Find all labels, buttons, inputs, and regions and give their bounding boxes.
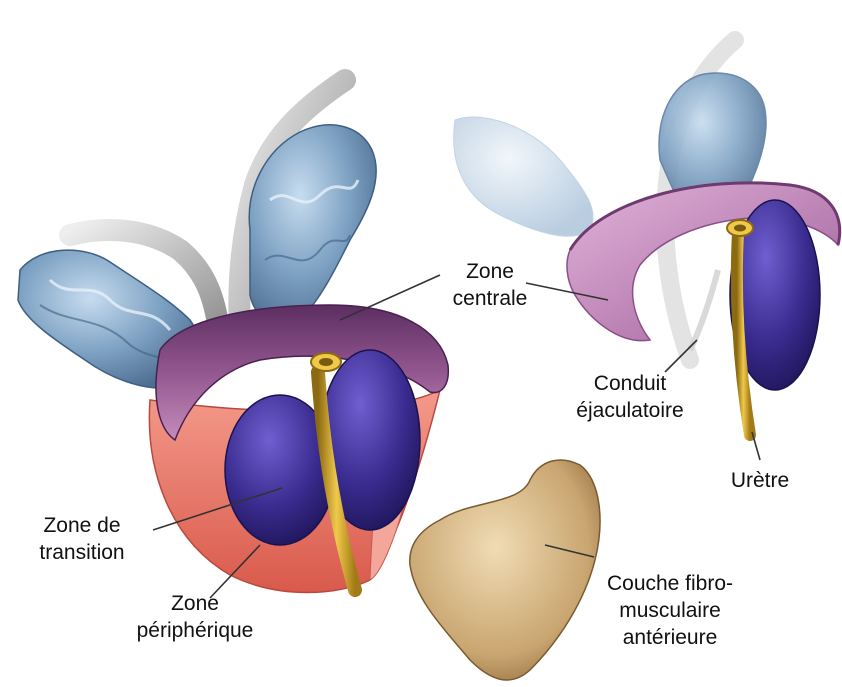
urethra-right-lumen <box>734 225 746 232</box>
label-transition-line2: transition <box>12 539 152 566</box>
label-peripherique-line2: périphérique <box>125 617 265 644</box>
label-zone-transition: Zone de transition <box>12 512 152 566</box>
label-couche-fibromusculaire: Couche fibro- musculaire antérieure <box>590 570 750 651</box>
label-uretre-line1: Urètre <box>720 467 800 494</box>
label-uretre: Urètre <box>720 467 800 494</box>
urethra-left-lumen <box>319 358 333 366</box>
seminal-vesicle-right-1 <box>454 117 593 236</box>
label-fibro-line1: Couche fibro- <box>590 570 750 597</box>
label-zone-centrale-line1: Zone <box>445 258 535 285</box>
label-conduit-line2: éjaculatoire <box>560 397 700 424</box>
label-peripherique-line1: Zone <box>125 590 265 617</box>
label-fibro-line2: musculaire <box>590 597 750 624</box>
label-zone-centrale: Zone centrale <box>445 258 535 312</box>
ejaculatory-duct <box>690 270 718 350</box>
label-zone-centrale-line2: centrale <box>445 285 535 312</box>
label-conduit-line1: Conduit <box>560 370 700 397</box>
label-transition-line1: Zone de <box>12 512 152 539</box>
label-conduit-ejaculatoire: Conduit éjaculatoire <box>560 370 700 424</box>
anterior-fibromuscular-stroma <box>410 460 600 680</box>
label-fibro-line3: antérieure <box>590 624 750 651</box>
label-zone-peripherique: Zone périphérique <box>125 590 265 644</box>
leader-uretre <box>752 432 760 460</box>
